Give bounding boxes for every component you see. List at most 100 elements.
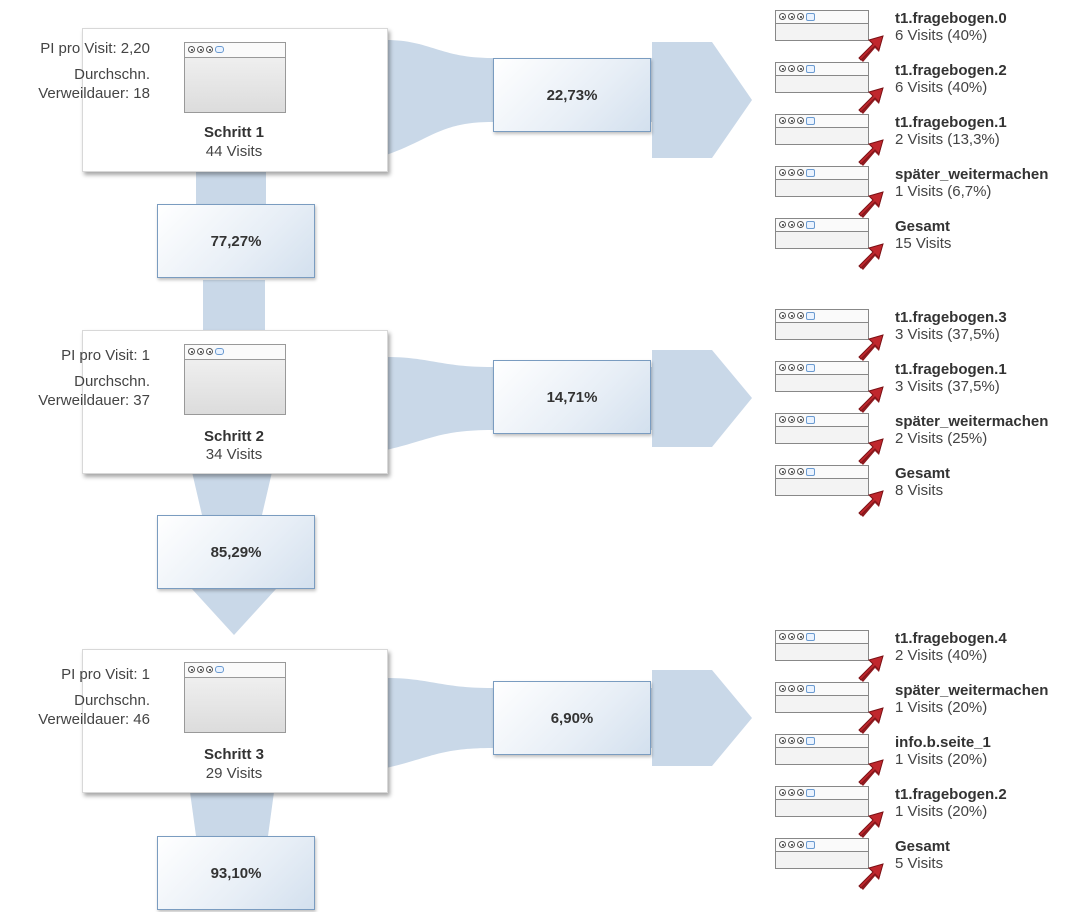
red-exit-arrow-icon	[858, 191, 884, 218]
red-exit-arrow-icon	[858, 87, 884, 114]
step-stats-3: PI pro Visit: 1 Durchschn. Verweildauer:…	[0, 665, 150, 729]
red-exit-arrow-icon	[858, 243, 884, 270]
browser-window-icon	[775, 309, 869, 340]
dwell-label-line2: Verweildauer: 46	[38, 711, 150, 728]
exit-page-name: t1.fragebogen.1	[895, 114, 1007, 131]
browser-window-icon	[775, 114, 869, 145]
browser-window-icon	[775, 218, 869, 249]
exit-percentage-box-2: 14,71%	[493, 360, 651, 434]
browser-window-icon	[775, 166, 869, 197]
continue-percentage-box-1: 77,27%	[157, 204, 315, 278]
red-exit-arrow-icon	[858, 707, 884, 734]
exit-page-name: Gesamt	[895, 838, 951, 855]
exit-page-visits: 8 Visits	[895, 482, 944, 499]
exit-page-name: t1.fragebogen.4	[895, 630, 1007, 647]
exit-page-visits: 1 Visits (20%)	[895, 751, 988, 768]
browser-window-icon	[775, 361, 869, 392]
exit-page-visits: 6 Visits (40%)	[895, 27, 988, 44]
exit-page-visits: 3 Visits (37,5%)	[895, 378, 1000, 395]
red-exit-arrow-icon	[858, 386, 884, 413]
exit-page-name: t1.fragebogen.1	[895, 361, 1007, 378]
exit-page-visits: 2 Visits (25%)	[895, 430, 988, 447]
step-name-2: Schritt 2	[203, 428, 264, 445]
exit-page-name: später_weitermachen	[895, 166, 1049, 183]
step-stats-2: PI pro Visit: 1 Durchschn. Verweildauer:…	[0, 346, 150, 410]
pi-per-visit-label: PI pro Visit: 1	[61, 347, 150, 364]
flow-arrow-down	[192, 589, 276, 635]
step-stats-1: PI pro Visit: 2,20 Durchschn. Verweildau…	[0, 39, 150, 103]
pi-per-visit-label: PI pro Visit: 2,20	[40, 40, 150, 57]
browser-window-icon	[184, 344, 286, 415]
step-name-1: Schritt 1	[203, 124, 264, 141]
step-visits-2: 34 Visits	[205, 446, 263, 463]
browser-window-icon	[775, 838, 869, 869]
exit-page-visits: 2 Visits (13,3%)	[895, 131, 1000, 148]
exit-page-visits: 6 Visits (40%)	[895, 79, 988, 96]
dwell-label-line1: Durchschn.	[74, 373, 150, 390]
exit-page-name: Gesamt	[895, 218, 951, 235]
pi-per-visit-label: PI pro Visit: 1	[61, 666, 150, 683]
red-exit-arrow-icon	[858, 759, 884, 786]
flow-vertical-2	[192, 472, 272, 515]
red-exit-arrow-icon	[858, 139, 884, 166]
dwell-label-line2: Verweildauer: 37	[38, 392, 150, 409]
exit-percentage-box-1: 22,73%	[493, 58, 651, 132]
browser-window-icon	[184, 42, 286, 113]
dwell-label-line1: Durchschn.	[74, 66, 150, 83]
red-exit-arrow-icon	[858, 438, 884, 465]
exit-page-visits: 5 Visits	[895, 855, 944, 872]
red-exit-arrow-icon	[858, 811, 884, 838]
exit-page-name: t1.fragebogen.3	[895, 309, 1007, 326]
browser-window-icon	[775, 413, 869, 444]
exit-page-visits: 2 Visits (40%)	[895, 647, 988, 664]
exit-page-name: t1.fragebogen.0	[895, 10, 1007, 27]
browser-window-icon	[184, 662, 286, 733]
step-name-3: Schritt 3	[203, 746, 264, 763]
browser-window-icon	[775, 10, 869, 41]
browser-window-icon	[775, 786, 869, 817]
continue-percentage-box-3: 93,10%	[157, 836, 315, 910]
red-exit-arrow-icon	[858, 655, 884, 682]
exit-page-name: info.b.seite_1	[895, 734, 991, 751]
step-visits-1: 44 Visits	[205, 143, 263, 160]
dwell-label-line1: Durchschn.	[74, 692, 150, 709]
exit-page-name: t1.fragebogen.2	[895, 786, 1007, 803]
flow-vertical-3	[190, 792, 274, 836]
exit-page-name: später_weitermachen	[895, 682, 1049, 699]
exit-page-visits: 1 Visits (20%)	[895, 699, 988, 716]
step-visits-3: 29 Visits	[205, 765, 263, 782]
browser-window-icon	[775, 682, 869, 713]
red-exit-arrow-icon	[858, 334, 884, 361]
exit-page-name: Gesamt	[895, 465, 951, 482]
exit-percentage-box-3: 6,90%	[493, 681, 651, 755]
exit-page-name: später_weitermachen	[895, 413, 1049, 430]
exit-page-visits: 3 Visits (37,5%)	[895, 326, 1000, 343]
red-exit-arrow-icon	[858, 35, 884, 62]
browser-window-icon	[775, 465, 869, 496]
browser-window-icon	[775, 62, 869, 93]
dwell-label-line2: Verweildauer: 18	[38, 85, 150, 102]
browser-window-icon	[775, 630, 869, 661]
exit-page-visits: 15 Visits	[895, 235, 952, 252]
red-exit-arrow-icon	[858, 490, 884, 517]
flow-vertical-1b	[203, 280, 265, 330]
exit-page-name: t1.fragebogen.2	[895, 62, 1007, 79]
exit-page-visits: 1 Visits (20%)	[895, 803, 988, 820]
continue-percentage-box-2: 85,29%	[157, 515, 315, 589]
flow-vertical-1	[196, 172, 266, 204]
browser-window-icon	[775, 734, 869, 765]
exit-page-visits: 1 Visits (6,7%)	[895, 183, 992, 200]
